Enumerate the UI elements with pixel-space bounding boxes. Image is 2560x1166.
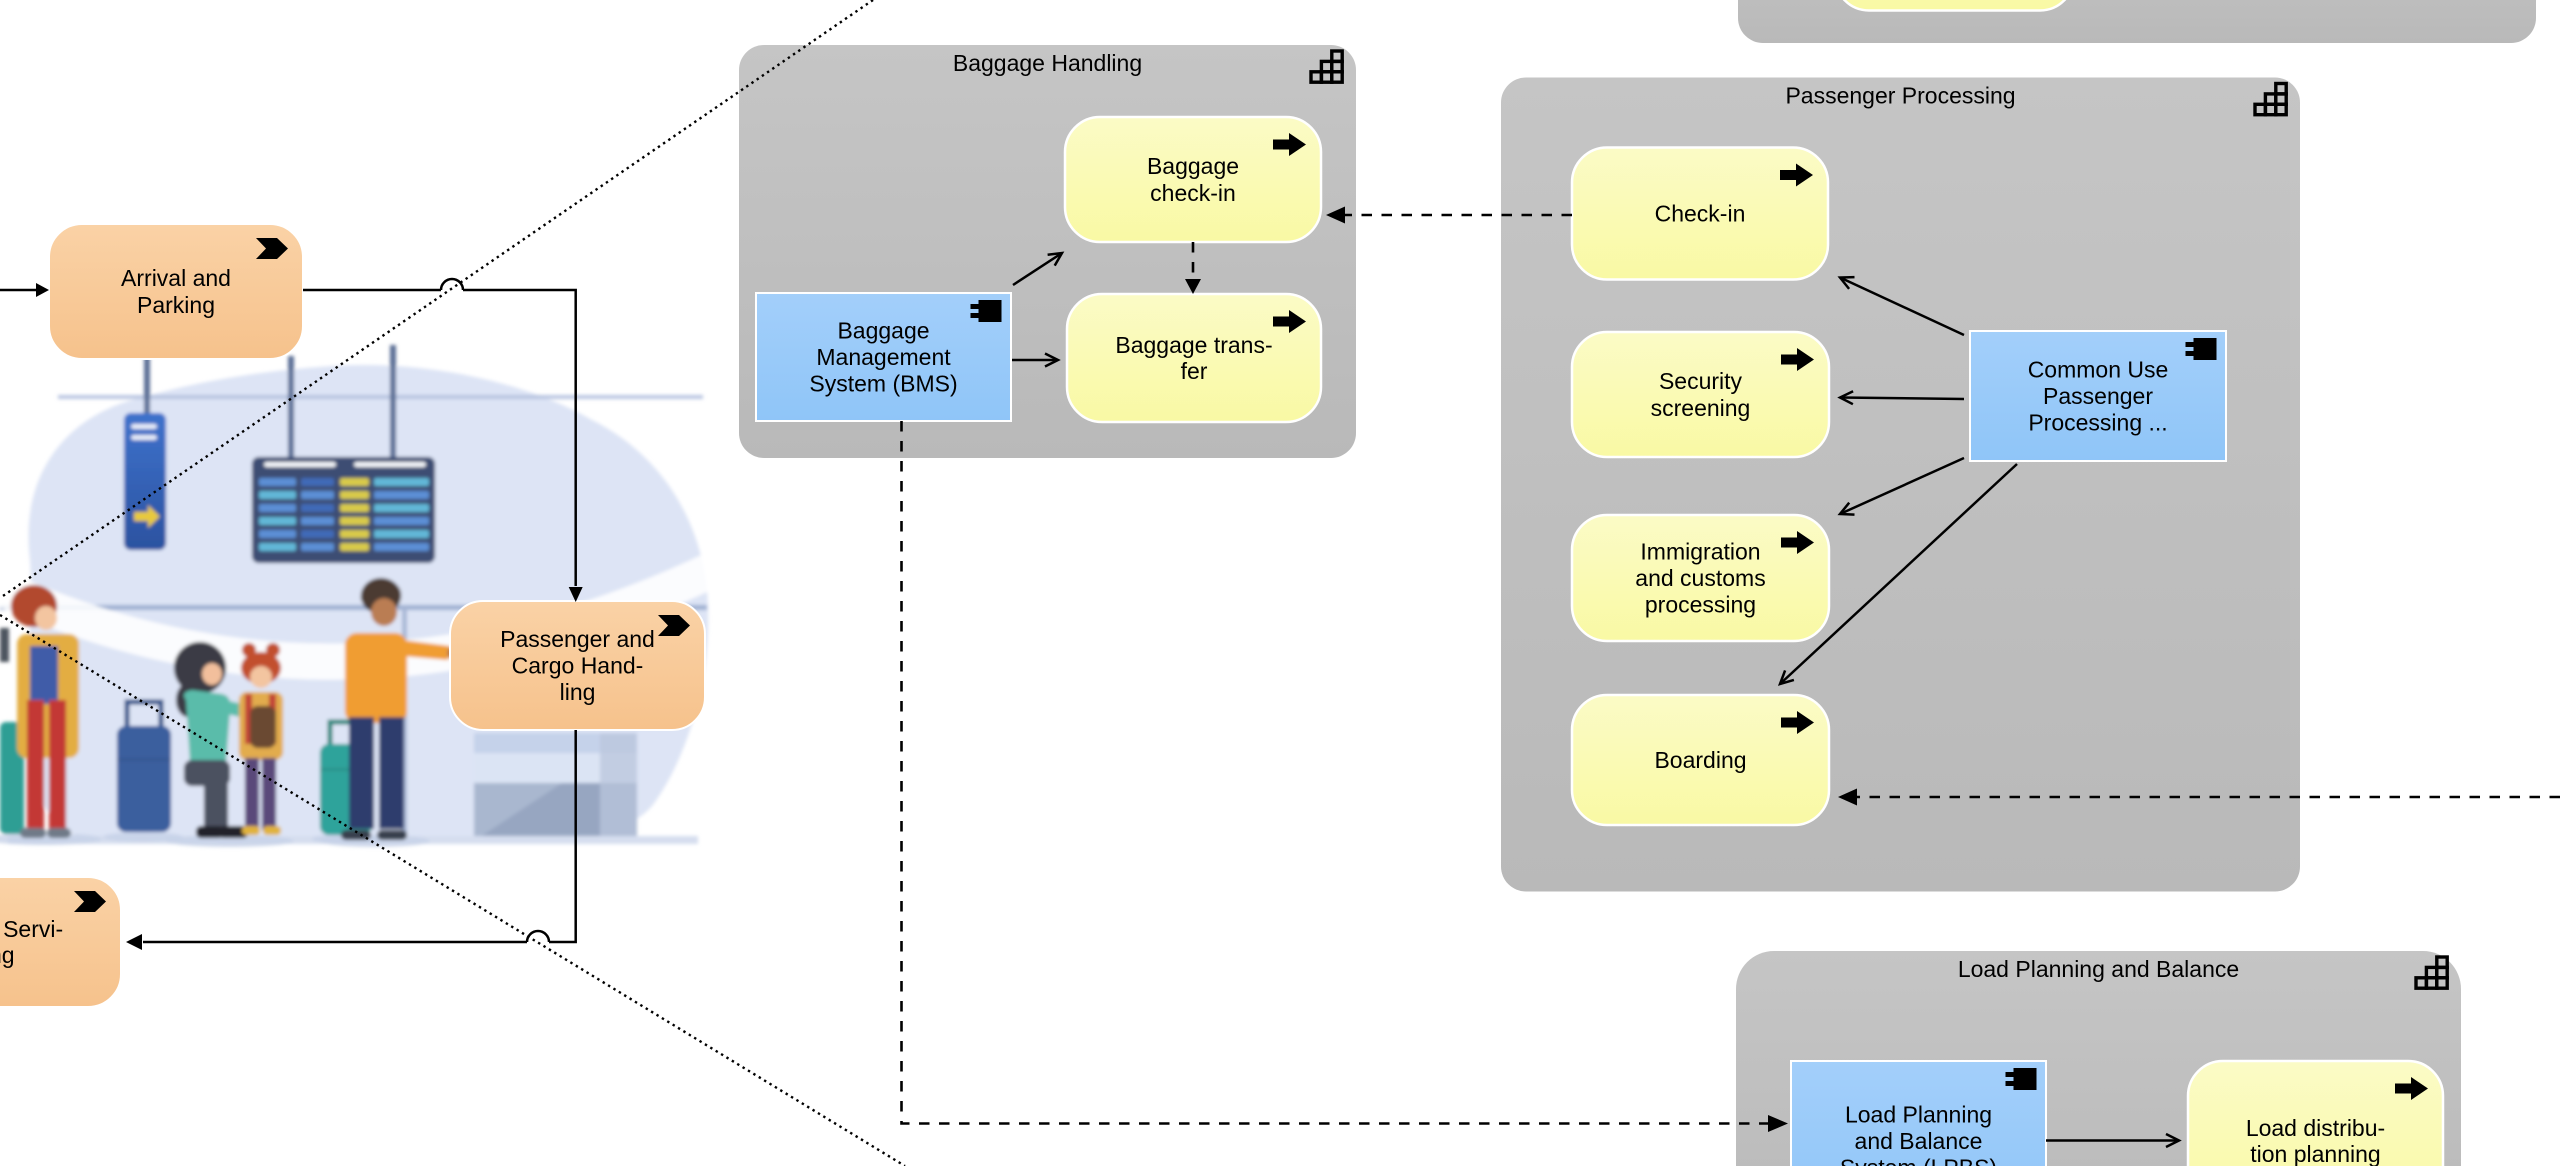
svg-text:processing: processing — [1645, 592, 1756, 618]
svg-text:Load Planning: Load Planning — [1845, 1102, 1992, 1128]
svg-text:Processing ...: Processing ... — [2028, 410, 2167, 436]
svg-text:tion planning: tion planning — [2250, 1141, 2380, 1166]
svg-text:Arrival and: Arrival and — [121, 265, 231, 291]
svg-text:screening: screening — [1651, 395, 1751, 421]
svg-text:Aircraft Servi-: Aircraft Servi- — [0, 916, 63, 942]
svg-text:Passenger: Passenger — [2043, 383, 2153, 409]
svg-text:Parking: Parking — [137, 292, 215, 318]
svg-text:fer: fer — [1181, 358, 1208, 384]
svg-text:System (BMS): System (BMS) — [809, 371, 957, 397]
svg-text:ling: ling — [560, 679, 596, 705]
svg-text:Passenger Processing: Passenger Processing — [1785, 83, 2015, 109]
svg-text:check-in: check-in — [1150, 180, 1236, 206]
svg-text:Load distribu-: Load distribu- — [2246, 1115, 2385, 1141]
svg-text:Check-in: Check-in — [1655, 201, 1746, 227]
svg-text:Baggage: Baggage — [1147, 153, 1239, 179]
svg-text:and customs: and customs — [1635, 565, 1765, 591]
svg-text:Common Use: Common Use — [2028, 357, 2169, 383]
svg-text:Baggage trans-: Baggage trans- — [1115, 332, 1272, 358]
svg-text:Immigration: Immigration — [1640, 539, 1760, 565]
svg-text:Load Planning and Balance: Load Planning and Balance — [1958, 956, 2239, 982]
svg-text:cing: cing — [0, 942, 15, 968]
svg-text:System (LPBS): System (LPBS) — [1840, 1155, 1997, 1166]
svg-text:Passenger and: Passenger and — [500, 626, 655, 652]
svg-text:Cargo Hand-: Cargo Hand- — [512, 653, 644, 679]
svg-text:Boarding: Boarding — [1654, 747, 1746, 773]
svg-text:Management: Management — [816, 344, 951, 370]
svg-text:and Balance: and Balance — [1855, 1128, 1983, 1154]
svg-text:Baggage Handling: Baggage Handling — [953, 50, 1142, 76]
svg-text:Security: Security — [1659, 368, 1743, 394]
svg-text:Baggage: Baggage — [837, 318, 929, 344]
